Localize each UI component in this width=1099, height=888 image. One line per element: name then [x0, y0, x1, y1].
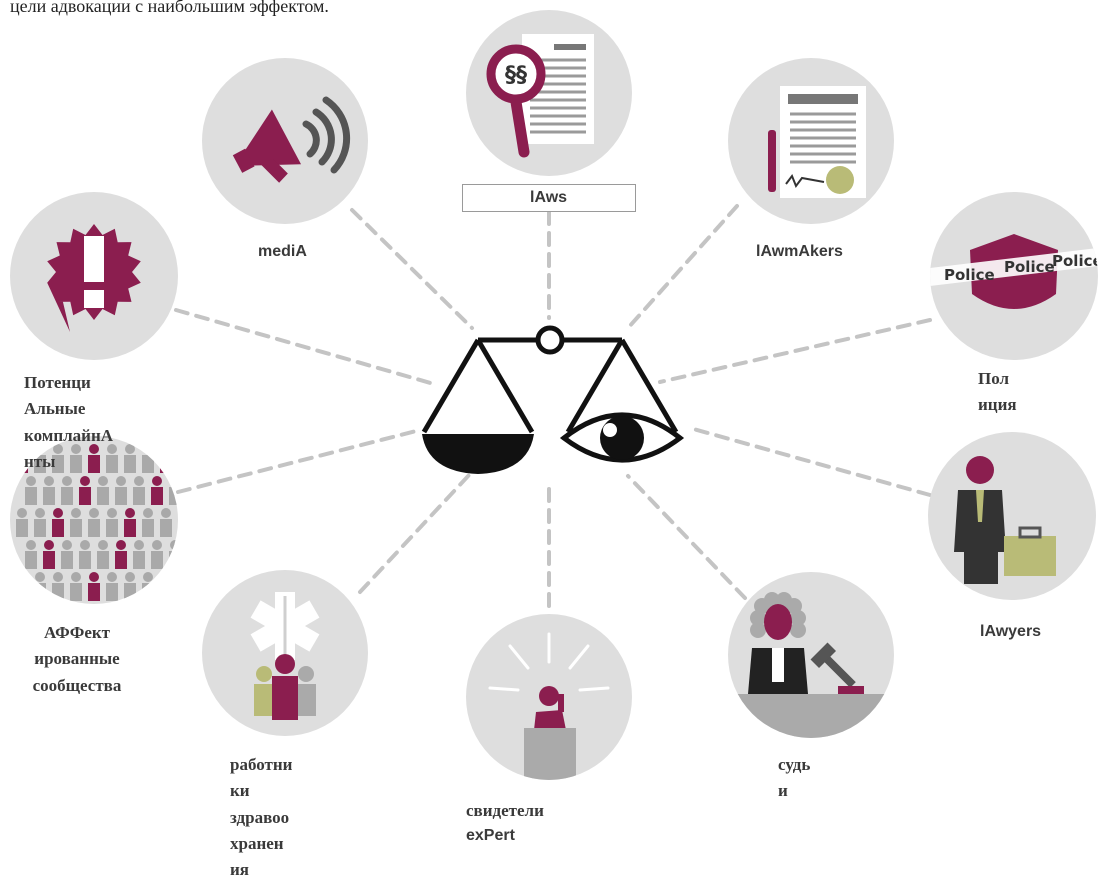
node-laws: §§: [466, 10, 632, 176]
crowd-person-29: [61, 540, 73, 569]
crowd-person-27: [25, 540, 37, 569]
connector-judges: [626, 474, 747, 600]
crowd-person-41: [106, 572, 118, 601]
crowd-person-10: [43, 476, 55, 505]
medical-staff-icon: [250, 592, 320, 720]
node-police: Police Police Police: [930, 192, 1098, 360]
witness-podium-icon: [488, 632, 610, 780]
crowd-person-24: [124, 508, 136, 537]
crowd-person-20: [52, 508, 64, 537]
crowd-person-22: [88, 508, 100, 537]
node-complainants: [10, 192, 178, 360]
label-laws: lAws: [530, 189, 568, 206]
crowd-person-15: [133, 476, 145, 505]
label-lawmakers: lAwmAkers: [756, 243, 843, 260]
crowd-person-6: [124, 444, 136, 473]
label-communities: АФФект ированные сообщества: [32, 623, 122, 695]
crowd-people-icon: [16, 444, 178, 601]
crowd-person-25: [142, 508, 154, 537]
label-police: Пол иция: [978, 369, 1017, 415]
police-tape-text-2: Police: [1004, 258, 1055, 276]
svg-text:§§: §§: [505, 63, 527, 88]
node-communities: [10, 436, 178, 604]
crowd-person-32: [115, 540, 127, 569]
crowd-person-16: [151, 476, 163, 505]
crowd-person-33: [133, 540, 145, 569]
connector-health: [358, 472, 472, 594]
crowd-person-34: [151, 540, 163, 569]
label-witnesses: свидетели exPert: [466, 798, 544, 849]
crowd-person-21: [70, 508, 82, 537]
label-witnesses-line-2: exPert: [466, 827, 515, 845]
police-tape-text-3: Police: [1052, 252, 1098, 270]
magnifier-document-icon: §§: [486, 34, 594, 158]
crowd-person-39: [70, 572, 82, 601]
connector-lawmakers: [626, 204, 739, 330]
connector-complainants: [174, 308, 436, 386]
crowd-person-14: [115, 476, 127, 505]
crowd-person-5: [106, 444, 118, 473]
signed-document-icon: [768, 86, 866, 198]
node-witnesses: [466, 614, 632, 780]
label-lawyers: lAwyers: [980, 623, 1042, 640]
node-lawyers: [928, 432, 1096, 600]
connector-communities: [176, 428, 422, 494]
connector-media: [350, 208, 474, 330]
crowd-person-3: [70, 444, 82, 473]
node-lawmakers: [728, 58, 894, 224]
node-health: [202, 570, 368, 736]
police-badge-icon: Police Police Police: [930, 234, 1098, 309]
label-complainants: Потенци Альные комплайнА нты: [24, 373, 114, 472]
crowd-person-23: [106, 508, 118, 537]
crowd-person-9: [25, 476, 37, 505]
megaphone-icon: [232, 96, 351, 183]
crowd-person-12: [79, 476, 91, 505]
label-witnesses-line-1: свидетели: [466, 801, 544, 820]
node-media: [202, 58, 368, 224]
lawyer-briefcase-icon: [954, 456, 1056, 584]
laws-label-box: [462, 184, 636, 212]
connector-lawyers: [688, 426, 932, 497]
crowd-person-28: [43, 540, 55, 569]
alert-burst-icon: [47, 224, 141, 332]
crowd-person-18: [16, 508, 28, 537]
crowd-person-19: [34, 508, 46, 537]
header-text: цели адвокации с наибольшим эффектом.: [10, 0, 329, 16]
label-media: mediA: [258, 243, 307, 260]
label-judges: судь и: [778, 755, 811, 801]
node-judges: [728, 572, 894, 738]
police-tape-text-1: Police: [944, 266, 995, 284]
crowd-person-40: [88, 572, 100, 601]
scales-of-justice-icon: [421, 325, 685, 474]
crowd-person-4: [88, 444, 100, 473]
crowd-person-30: [79, 540, 91, 569]
crowd-person-31: [97, 540, 109, 569]
crowd-person-2: [52, 444, 64, 473]
connector-police: [658, 318, 932, 384]
crowd-person-13: [97, 476, 109, 505]
crowd-person-11: [61, 476, 73, 505]
label-health: работни ки здравоо хранен ия: [230, 755, 293, 880]
crowd-person-26: [160, 508, 172, 537]
judge-gavel-icon: [728, 592, 894, 738]
